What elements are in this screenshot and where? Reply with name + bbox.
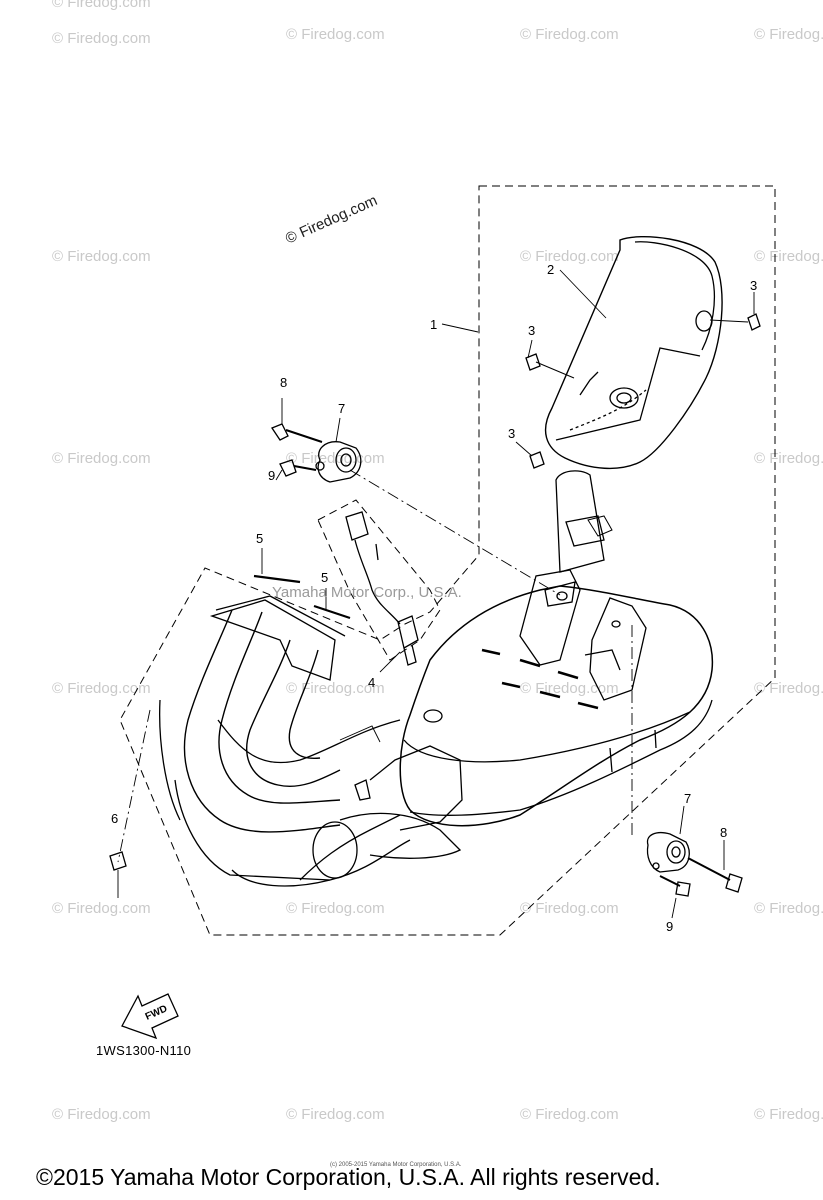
screws: [515, 292, 761, 469]
callout-3: 3: [508, 426, 516, 441]
nut: [109, 851, 127, 898]
fwd-arrow: FWD: [121, 993, 179, 1040]
watermark-text: © Firedog.com: [286, 1106, 385, 1123]
watermark-text: © Firedog.com: [754, 1106, 823, 1123]
watermark-text: © Firedog.com: [52, 30, 151, 47]
watermark-text: © Firedog.com: [754, 248, 823, 265]
callout-5: 5: [321, 570, 329, 585]
watermark-text: © Firedog.com: [520, 248, 619, 265]
watermark-text: © Firedog.com: [520, 26, 619, 43]
watermark-text: © Firedog.com: [754, 900, 823, 917]
callout-2: 2: [547, 262, 555, 277]
muffler-group-boundary: [119, 185, 776, 936]
callout-7: 7: [684, 791, 692, 806]
watermark-text: © Firedog.com: [754, 680, 823, 697]
fwd-label: FWD: [144, 1003, 169, 1022]
callout-6: 6: [111, 811, 119, 826]
watermark-text: © Firedog.com: [286, 900, 385, 917]
watermark-text: © Firedog.com: [52, 900, 151, 917]
callout-5: 5: [256, 531, 264, 546]
heat-shield: [544, 235, 723, 470]
exhaust-header-pipes: [159, 595, 463, 887]
watermark-text: © Firedog.com: [520, 900, 619, 917]
callout-9: 9: [666, 919, 674, 934]
callout-7: 7: [338, 401, 346, 416]
yamaha-overlay-text: Yamaha Motor Corp., U.S.A.: [272, 584, 462, 601]
muffler-body: [399, 569, 714, 827]
watermark-text: © Firedog.com: [754, 450, 823, 467]
copyright-notice: ©2015 Yamaha Motor Corporation, U.S.A. A…: [36, 1164, 661, 1190]
tiny-copyright: (c) 2005-2015 Yamaha Motor Corporation, …: [330, 1162, 462, 1168]
gaskets: [253, 548, 351, 620]
watermark-text: © Firedog.com: [52, 248, 151, 265]
callout-4: 4: [368, 675, 376, 690]
callout-8: 8: [720, 825, 728, 840]
watermark-text: © Firedog.com: [286, 680, 385, 697]
watermark-text: © Firedog.com: [52, 680, 151, 697]
watermark-text: © Firedog.com: [754, 26, 823, 43]
part-code: 1WS1300-N110: [96, 1043, 192, 1058]
callout-1: 1: [430, 317, 438, 332]
damper-bolts-lower: [646, 805, 743, 919]
watermark-text: © Firedog.com: [52, 1106, 151, 1123]
sensor-group-boundary: [317, 499, 441, 661]
watermark-text: © Firedog.com: [52, 0, 151, 11]
callout-9: 9: [268, 468, 276, 483]
watermark-text: © Firedog.com: [286, 26, 385, 43]
callout-8: 8: [280, 375, 288, 390]
watermark-text: © Firedog.com: [52, 450, 151, 467]
o2-sensor: [345, 511, 419, 666]
callout-3: 3: [528, 323, 536, 338]
watermark-text: © Firedog.com: [520, 1106, 619, 1123]
callout-3: 3: [750, 278, 758, 293]
damper-bolts-upper: [271, 398, 362, 483]
